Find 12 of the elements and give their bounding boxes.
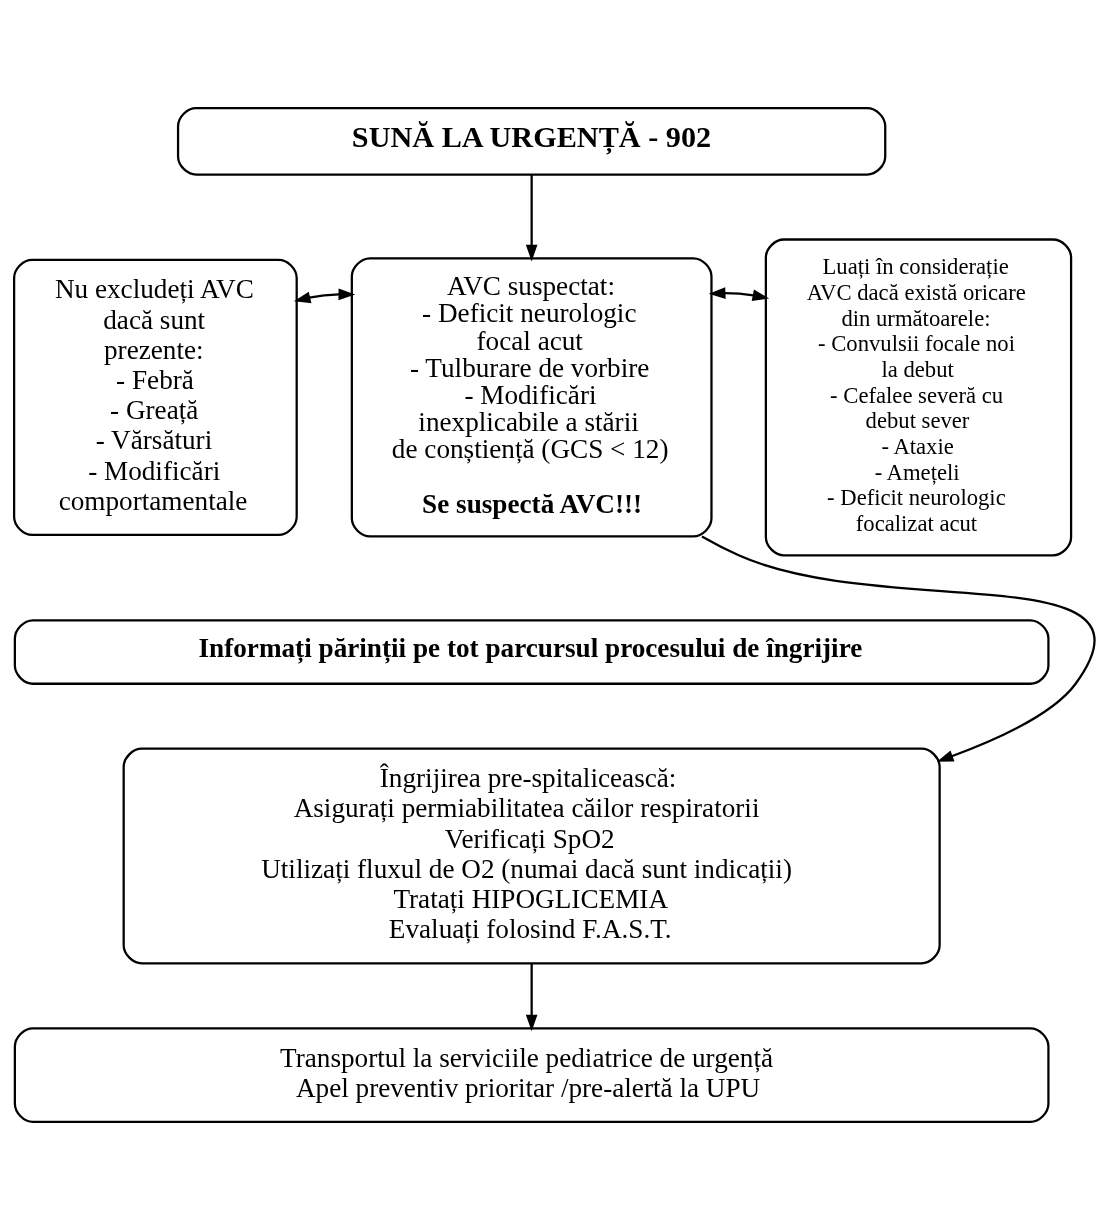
arrow xyxy=(708,287,770,301)
node-box: Informați părinții pe tot parcursul procesului de îngrijire xyxy=(13,619,1050,685)
node-box: Îngrijirea pre-spitalicească: Asigurați permiabilitatea căilor respiratorii Verificați SpO2 Utilizați fluxul de O2 (numai dacă sunt indicații) Tratați HIPOGLICEMIA Evaluați folosind F.A.S.T. xyxy=(122,747,941,965)
arrow xyxy=(701,535,1095,762)
node-box: SUNĂ LA URGENȚĂ - 902 xyxy=(176,106,887,176)
arrow xyxy=(525,963,538,1032)
node-box: AVC suspectat: - Deficit neurologic focal acut - Tulburare de vorbire - Modificări inexplicabile a stării de conștiență (GCS < 12) Se suspectă AVC!!! xyxy=(350,257,713,538)
node-box: Nu excludeți AVC dacă sunt prezente: - Febră - Greață - Vărsături - Modificări comportamentale xyxy=(13,258,298,537)
arrow xyxy=(293,288,356,304)
arrow xyxy=(525,174,538,262)
node-box: Luați în considerație AVC dacă există oricare din următoarele: - Convulsii focale noi la debut - Cefalee severă cu debut sever - Ataxie - Amețeli - Deficit neurologic focalizat acut xyxy=(764,238,1073,557)
node-box: Transportul la serviciile pediatrice de urgență Apel preventiv prioritar /pre-alertă la UPU xyxy=(13,1027,1050,1124)
